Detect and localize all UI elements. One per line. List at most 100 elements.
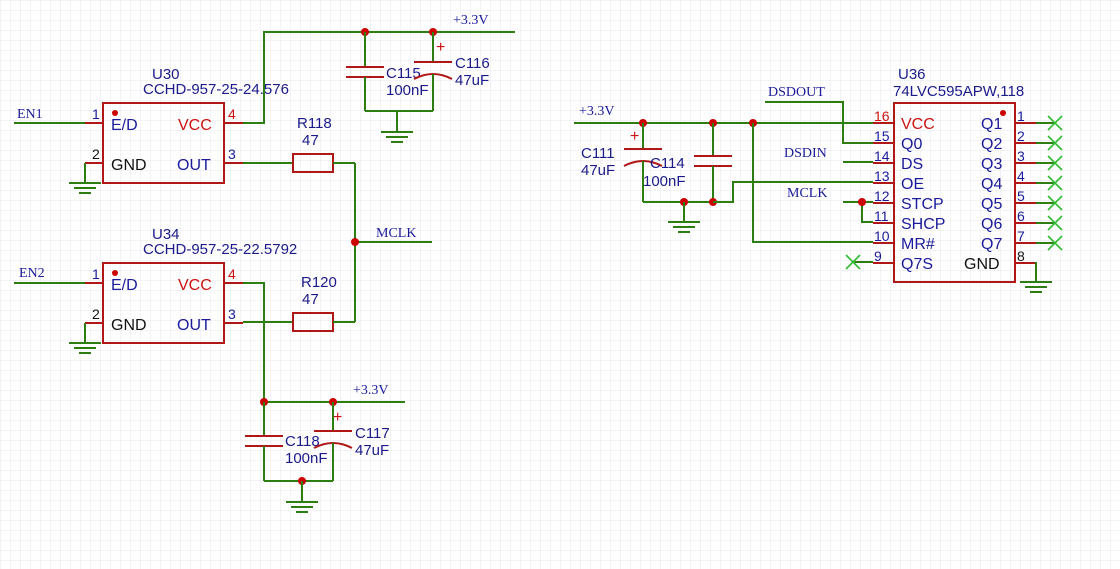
c111-value: 47uF [581, 162, 615, 179]
c115-capacitor[interactable]: C115 100nF [346, 32, 429, 111]
power-label-33v-right: +3.3V [579, 104, 615, 119]
u36-pin-label: GND [964, 256, 1000, 273]
c117-value: 47uF [355, 442, 389, 459]
u30-pinnum-out: 3 [228, 146, 236, 162]
net-label-en1: EN1 [17, 107, 43, 122]
no-connect-icon [1047, 175, 1063, 191]
ground-icon [286, 501, 318, 513]
u36-pin-label: SHCP [901, 216, 945, 233]
r120-resistor[interactable]: R120 47 [243, 274, 355, 332]
u36-pin-number: 16 [874, 108, 890, 124]
no-connect-icon [1047, 135, 1063, 151]
r120-value: 47 [302, 291, 319, 308]
power-label-33v-bottom: +3.3V [353, 383, 389, 398]
c116-value: 47uF [455, 72, 489, 89]
u36-pin-number: 3 [1017, 148, 1025, 164]
c116-capacitor[interactable]: + C116 47uF [413, 32, 490, 111]
u34-pinnum-ed: 1 [92, 266, 100, 282]
c118-ref: C118 [285, 433, 320, 450]
u36-pin-number: 6 [1017, 208, 1025, 224]
u36-pin-label: Q0 [901, 136, 922, 153]
c118-value: 100nF [285, 450, 328, 467]
u36-pin-number: 8 [1017, 248, 1025, 264]
ground-icon [69, 342, 101, 354]
u36-pin-label: STCP [901, 196, 944, 213]
u36-pin-number: 15 [874, 128, 890, 144]
r118-value: 47 [302, 132, 319, 149]
c111-ref: C111 [581, 145, 615, 162]
ground-icon [1020, 281, 1052, 293]
c111-polarity: + [630, 128, 639, 145]
u30-oscillator[interactable]: U30 CCHD-957-25-24.576 E/D GND VCC OUT 1… [85, 66, 289, 184]
u34-value: CCHD-957-25-22.5792 [143, 241, 297, 258]
c114-ref: C114 [650, 155, 685, 172]
c115-ref: C115 [386, 65, 421, 82]
net-label-dsdout: DSDOUT [768, 85, 825, 100]
c114-capacitor[interactable]: C114 100nF [643, 123, 732, 202]
u34-pin-ed: E/D [111, 277, 138, 294]
c116-polarity: + [436, 39, 445, 56]
u36-pin-number: 4 [1017, 168, 1025, 184]
u30-pin-gnd: GND [111, 157, 147, 174]
no-connect-icon [1047, 195, 1063, 211]
no-connect-icon [845, 254, 861, 270]
r118-ref: R118 [297, 115, 332, 132]
u34-pin-gnd: GND [111, 317, 147, 334]
no-connect-icon [1047, 215, 1063, 231]
r118-resistor[interactable]: R118 47 [243, 115, 355, 173]
u34-oscillator[interactable]: U34 CCHD-957-25-22.5792 E/D GND VCC OUT … [85, 226, 297, 344]
u34-ref: U34 [152, 226, 180, 243]
u36-pin-label: MR# [901, 236, 935, 253]
u30-pinnum-ed: 1 [92, 106, 100, 122]
net-label-dsdin: DSDIN [784, 146, 827, 161]
u36-pin-number: 14 [874, 148, 890, 164]
u34-pinnum-gnd: 2 [92, 306, 100, 322]
u36-pin-label: DS [901, 156, 923, 173]
net-label-mclk: MCLK [376, 226, 416, 241]
u36-pin-number: 9 [874, 248, 882, 264]
c117-ref: C117 [355, 425, 390, 442]
u34-pin-vcc: VCC [178, 277, 212, 294]
net-label-mclk-u36: MCLK [787, 186, 827, 201]
u36-pin-number: 10 [874, 228, 890, 244]
u30-pin-ed: E/D [111, 117, 138, 134]
c116-ref: C116 [455, 55, 490, 72]
net-label-en2: EN2 [19, 266, 45, 281]
u36-pin-number: 12 [874, 188, 890, 204]
u36-pin-number: 11 [874, 208, 889, 224]
u30-pinnum-vcc: 4 [228, 106, 236, 122]
u30-pin-vcc: VCC [178, 117, 212, 134]
no-connect-icon [1047, 155, 1063, 171]
u30-pin-out: OUT [177, 157, 211, 174]
u36-pin-label: Q4 [981, 176, 1002, 193]
no-connect-icon [1047, 115, 1063, 131]
u34-pinnum-out: 3 [228, 306, 236, 322]
u36-pin-number: 1 [1017, 108, 1025, 124]
u30-value: CCHD-957-25-24.576 [143, 81, 289, 98]
c118-capacitor[interactable]: C118 100nF [245, 402, 328, 481]
ground-icon [69, 182, 101, 194]
u36-pin-label: Q1 [981, 116, 1002, 133]
c117-polarity: + [333, 409, 342, 426]
ground-icon [381, 131, 413, 143]
u36-pin-label: Q6 [981, 216, 1002, 233]
u36-pin-label: Q3 [981, 156, 1002, 173]
u30-pinnum-gnd: 2 [92, 146, 100, 162]
c117-capacitor[interactable]: + C117 47uF [313, 402, 390, 481]
power-label-33v-top: +3.3V [453, 13, 489, 28]
no-connect-icon [1047, 235, 1063, 251]
u36-pin-number: 2 [1017, 128, 1025, 144]
c114-value: 100nF [643, 173, 686, 190]
u36-pin-number: 5 [1017, 188, 1025, 204]
u36-pin-label: VCC [901, 116, 935, 133]
u36-pin-label: OE [901, 176, 924, 193]
c111-capacitor[interactable]: + C111 47uF [581, 123, 663, 202]
u36-pin-number: 7 [1017, 228, 1025, 244]
u36-pin-number: 13 [874, 168, 890, 184]
u36-pin-label: Q5 [981, 196, 1002, 213]
u36-pin-label: Q7S [901, 256, 933, 273]
